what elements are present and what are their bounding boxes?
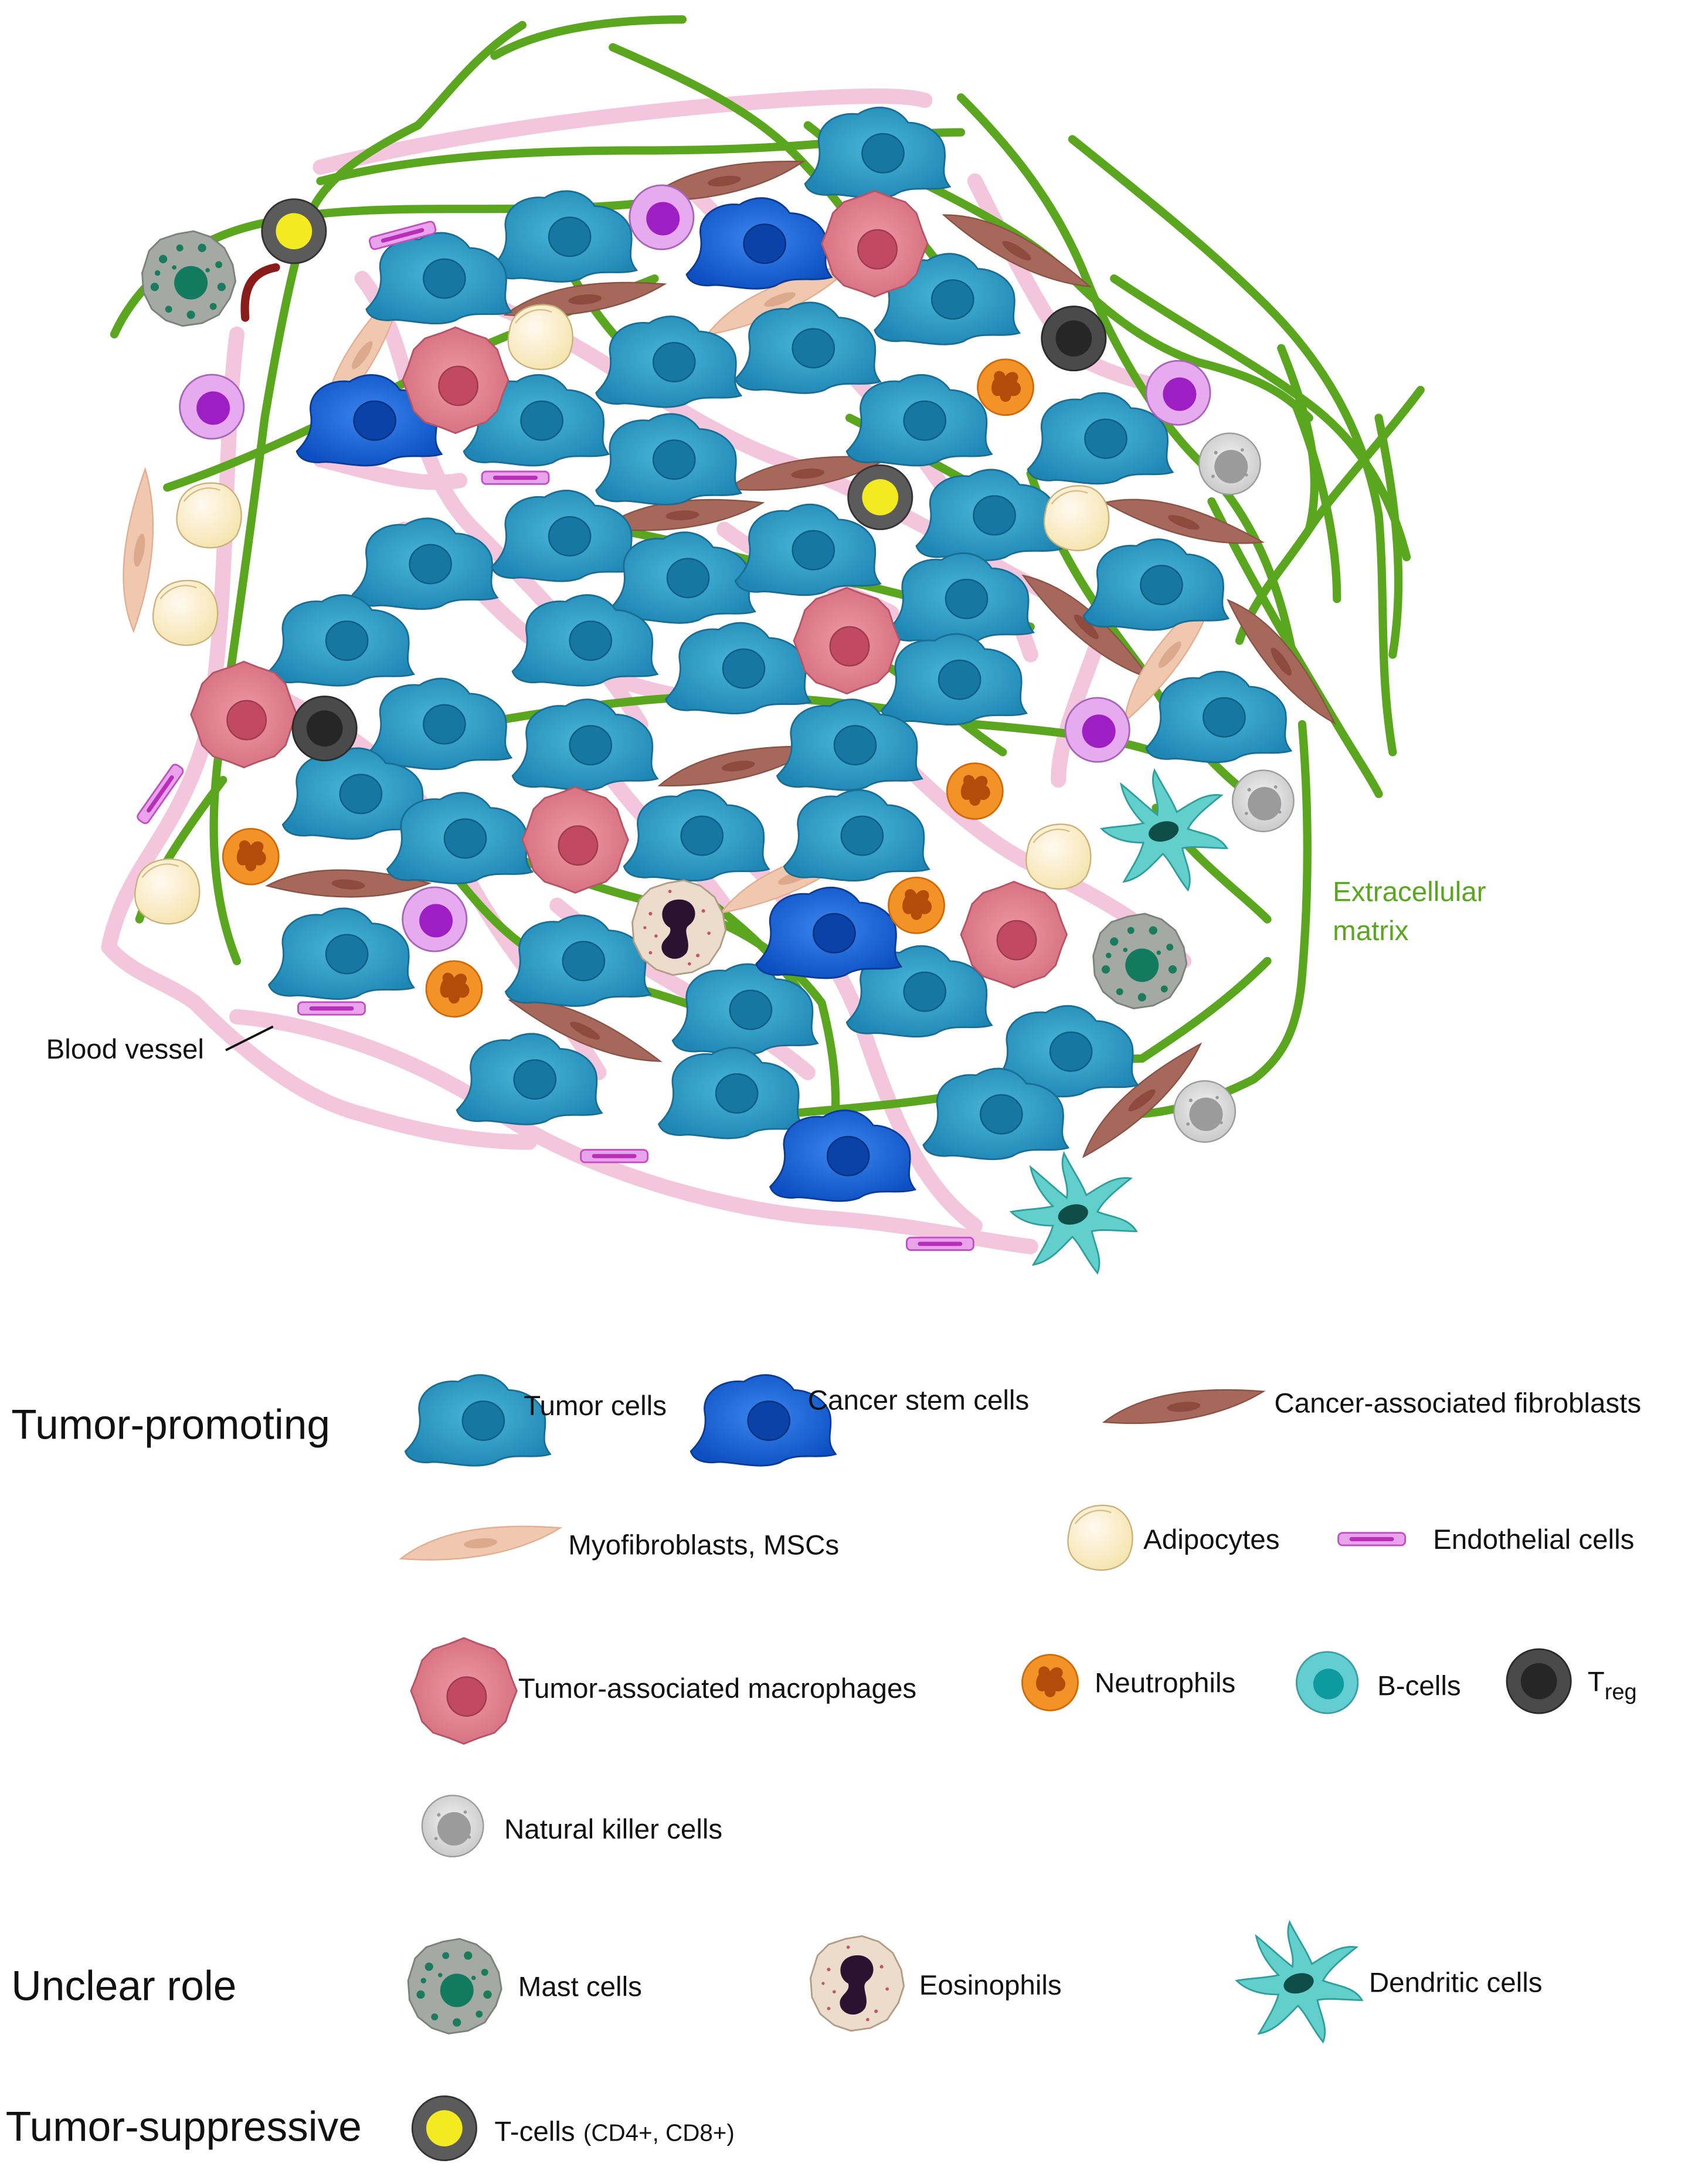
blood-vessel-pointer	[225, 1025, 274, 1052]
legend-label-stem: Cancer stem cells	[808, 1385, 1029, 1416]
legend-icon-adipo	[1067, 1504, 1133, 1571]
legend-label-tcell-main: T-cells	[494, 2116, 575, 2147]
legend-icon-tcell	[411, 2095, 477, 2162]
legend-label-tam: Tumor-associated macrophages	[518, 1673, 916, 1704]
legend-label-endo: Endothelial cells	[1433, 1524, 1634, 1555]
legend-label-dc: Dendritic cells	[1369, 1967, 1543, 1998]
legend-icon-neut	[1021, 1654, 1079, 1711]
legend-icon-eos	[810, 1935, 905, 2032]
legend-icon-caf	[1101, 1384, 1266, 1428]
legend-icon-bcell	[1295, 1651, 1359, 1714]
legend-icon-myo	[398, 1521, 563, 1565]
legend-label-mast: Mast cells	[518, 1971, 642, 2002]
legend-icon-endo	[1337, 1532, 1407, 1547]
legend-group-suppressive: Tumor-suppressive	[6, 2103, 362, 2150]
legend-group-promoting: Tumor-promoting	[11, 1401, 330, 1448]
legend-icon-dc	[1235, 1921, 1363, 2043]
legend-label-nk: Natural killer cells	[504, 1814, 722, 1845]
legend-icon-tam	[410, 1637, 518, 1745]
legend-label-tumor: Tumor cells	[524, 1391, 667, 1422]
legend-icon-mast	[407, 1938, 502, 2034]
legend-label-treg: Treg	[1588, 1666, 1637, 1704]
legend-icon-treg	[1506, 1648, 1572, 1714]
legend-label-tcell: T-cells (CD4+, CD8+)	[494, 2116, 734, 2147]
legend-group-unclear: Unclear role	[11, 1963, 236, 2010]
legend-label-eos: Eosinophils	[919, 1970, 1062, 2001]
tumor-mass-cells	[110, 106, 1340, 1274]
legend-label-treg-main: T	[1588, 1666, 1605, 1697]
legend-label-adipo: Adipocytes	[1143, 1524, 1279, 1555]
legend-label-caf: Cancer-associated fibroblasts	[1274, 1388, 1641, 1419]
ecm-label-line1: Extracellular	[1333, 877, 1486, 908]
blood-vessel-label: Blood vessel	[46, 1034, 204, 1065]
legend-icon-nk	[421, 1795, 484, 1858]
legend-label-treg-sub: reg	[1605, 1680, 1637, 1705]
legend-label-neut: Neutrophils	[1095, 1668, 1235, 1699]
vessel-fragment	[240, 263, 280, 322]
legend: Tumor-promoting Unclear role Tumor-suppr…	[6, 1374, 1641, 2162]
eosinophil-cells	[631, 879, 727, 976]
legend-label-bcell: B-cells	[1377, 1670, 1461, 1701]
legend-label-tcell-sub: (CD4+, CD8+)	[583, 2119, 735, 2146]
legend-label-myo: Myofibroblasts, MSCs	[568, 1530, 839, 1561]
ecm-label-line2: matrix	[1333, 915, 1409, 947]
